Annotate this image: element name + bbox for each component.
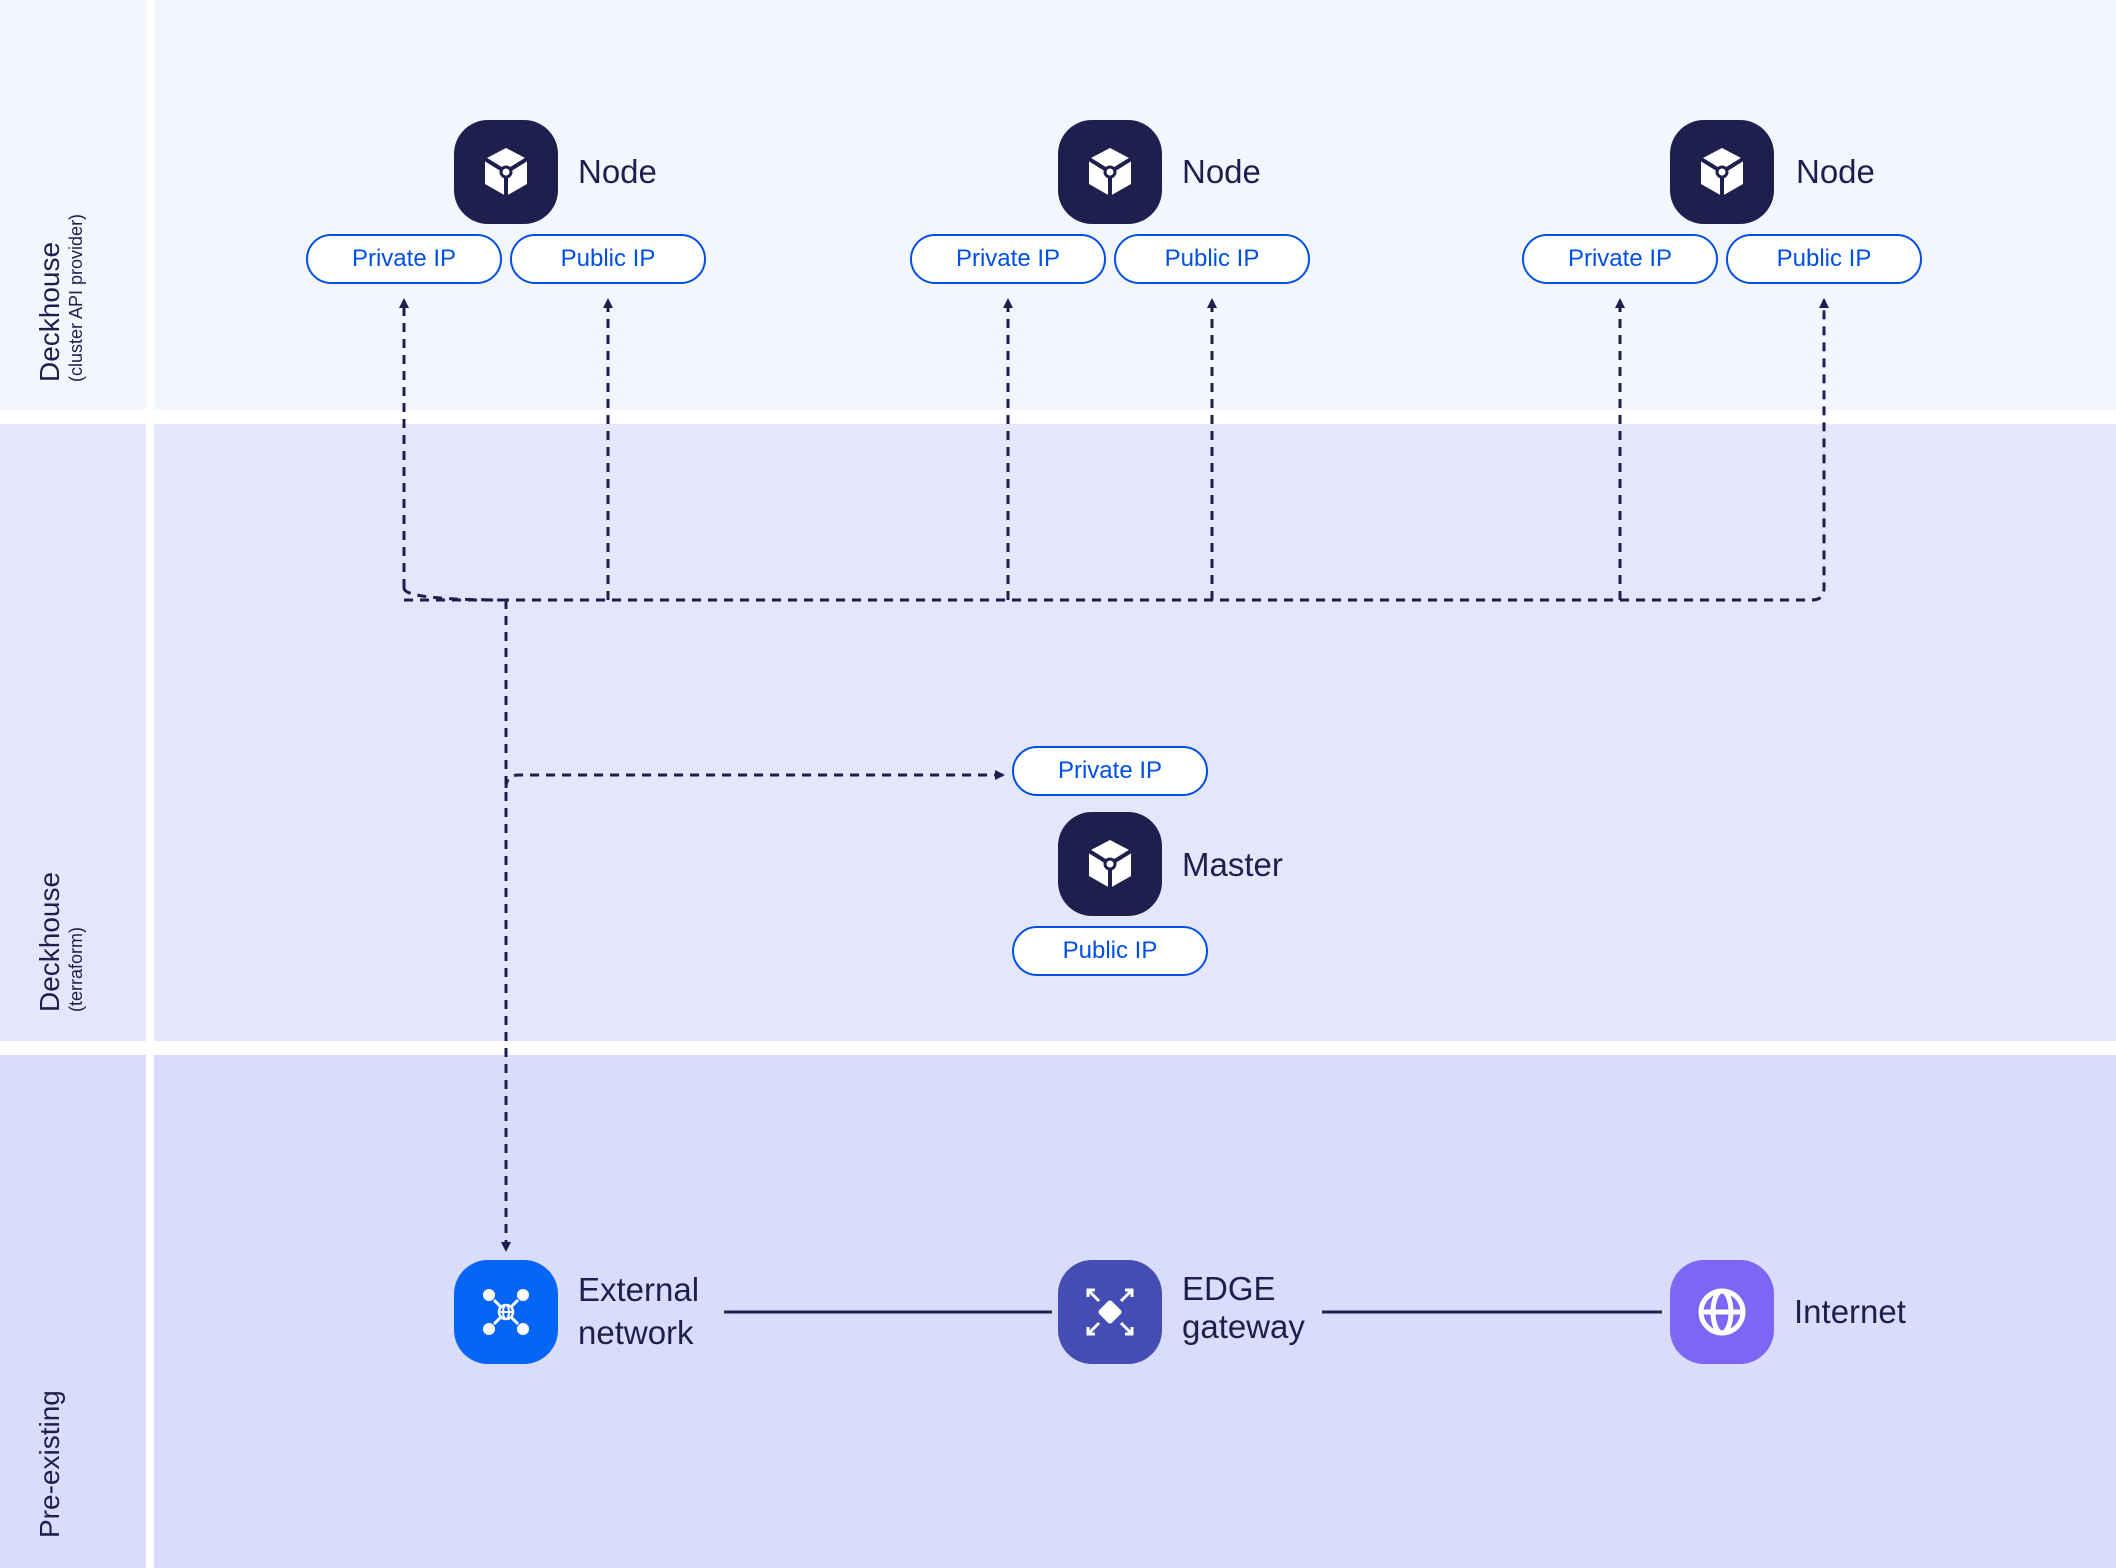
node-3-icon [1670,120,1774,224]
node-1-icon [454,120,558,224]
node-2-private-ip: Private IP [910,234,1106,284]
edge-gateway-icon [1058,1260,1162,1364]
gateway-icon [1086,1288,1134,1336]
edge-gateway-label: EDGE gateway [1182,1270,1305,1346]
node-3-label: Node [1796,153,1875,190]
external-network-label: External network [578,1268,699,1354]
internet-icon [1670,1260,1774,1364]
node-2-icon [1058,120,1162,224]
node-2-public-ip: Public IP [1114,234,1310,284]
edge-gateway-line-2: gateway [1182,1308,1305,1345]
master-icon [1058,812,1162,916]
bus-line [404,298,1829,602]
node-3-public-ip: Public IP [1726,234,1922,284]
external-network-icon [454,1260,558,1364]
label-column-divider [146,0,154,1568]
network-icon [483,1289,529,1335]
external-network-line-1: External [578,1271,700,1308]
external-network-line-2: network [578,1314,694,1351]
node-1-private-ip: Private IP [306,234,502,284]
node-1-label: Node [578,153,657,190]
master-private-ip: Private IP [1012,746,1208,796]
cube-icon [1087,148,1133,196]
connector-master-private [504,770,1005,789]
node-1-public-ip: Public IP [510,234,706,284]
globe-icon [1698,1288,1746,1336]
connector-trunk [402,587,507,602]
internet-label: Internet [1794,1293,1906,1330]
edge-gateway-line-1: EDGE [1182,1270,1276,1307]
cube-icon [1087,840,1133,888]
master-public-ip: Public IP [1012,926,1208,976]
node-2-label: Node [1182,153,1261,190]
cube-icon [483,148,529,196]
master-label: Master [1182,846,1283,883]
cube-icon [1699,148,1745,196]
node-3-private-ip: Private IP [1522,234,1718,284]
